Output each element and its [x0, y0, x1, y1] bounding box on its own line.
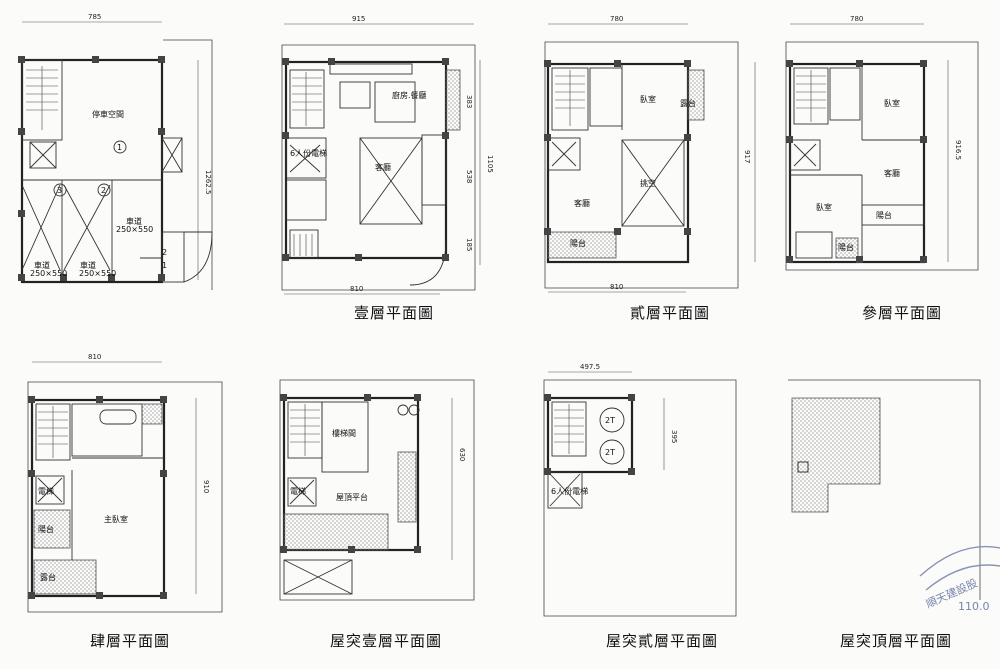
tank-label-1: 2T: [605, 416, 615, 425]
room-balcony-p3: 陽台: [570, 238, 586, 248]
title-p8: 屋突頂層平面圖: [840, 632, 952, 650]
plan-roof-1: 630 樓梯間 屋頂平台 電梯 屋突壹層平面圖: [279, 379, 475, 650]
title-p7: 屋突貳層平面圖: [606, 632, 718, 650]
room-living: 客廳: [375, 162, 391, 172]
stair-mark-2: 2: [162, 248, 167, 257]
room-balcony-a-p4: 陽台: [876, 210, 892, 220]
stair-mark-1: 1: [162, 261, 167, 270]
room-roof-deck: 屋頂平台: [336, 492, 368, 502]
lane-label-1: 車道: [126, 216, 142, 226]
tank-label-2: 2T: [605, 448, 615, 457]
room-stairhall: 樓梯間: [332, 428, 356, 438]
room-elevator-p2: 6人份電梯: [290, 148, 327, 158]
dim-top-p4: 780: [850, 15, 863, 23]
dim-side-p5: 910: [202, 480, 210, 493]
plan-roof-top: 屋突頂層平面圖: [788, 379, 981, 650]
plan-4f: 810 910 主臥室 陽台 露台 電梯 肆層平面圖: [27, 353, 223, 650]
room-balcony-p5: 陽台: [38, 524, 54, 534]
room-bedroom-b-p4: 臥室: [816, 202, 832, 212]
slot-size-2: 250×550: [79, 269, 116, 278]
dim-top-p3: 780: [610, 15, 623, 23]
dim-side-p7: 395: [670, 430, 678, 443]
room-parking: 停車空間: [92, 109, 124, 119]
room-bedroom-a-p4: 臥室: [884, 98, 900, 108]
slot-number-2: 2: [101, 186, 106, 195]
plan-3f: 780 916.5 臥室 客廳 臥室 陽台 陽台 參層平面圖: [785, 15, 979, 322]
dim-side-a-p2: 383: [465, 95, 473, 108]
dim-side-p6: 630: [458, 448, 466, 461]
slot-size-3: 250×550: [30, 269, 67, 278]
room-void-p3: 挑空: [640, 178, 656, 188]
dim-side-p3: 917: [743, 150, 751, 163]
lane-label-3: 車道: [80, 260, 96, 270]
room-bedroom-p3: 臥室: [640, 94, 656, 104]
dim-top-p1: 785: [88, 13, 101, 21]
title-p6: 屋突壹層平面圖: [330, 632, 442, 650]
dim-top-p7: 497.5: [580, 363, 600, 371]
dim-bottom-p2: 810: [350, 285, 363, 293]
title-p2: 壹層平面圖: [354, 304, 434, 322]
title-p4: 參層平面圖: [862, 304, 942, 322]
lane-label-2: 車道: [34, 260, 50, 270]
dim-side-d-p2: 185: [465, 238, 473, 251]
dim-side-c-p2: 1105: [486, 155, 494, 173]
plan-parking: 785 1262.5 停車空間 1 2 3: [18, 13, 213, 290]
dim-top-p2: 915: [352, 15, 365, 23]
company-stamp: 順天建設股 110.0: [919, 545, 1000, 613]
slot-number-1: 1: [117, 143, 122, 152]
plan-1f: 915 810 383 538 1105 185: [281, 15, 494, 322]
title-p3: 貳層平面圖: [630, 304, 710, 322]
room-master-bedroom: 主臥室: [104, 514, 128, 524]
room-terrace-p3: 露台: [680, 98, 696, 108]
room-elevator-p6: 電梯: [290, 486, 306, 496]
room-living-p4: 客廳: [884, 168, 900, 178]
room-elevator-p5: 電梯: [38, 486, 54, 496]
slot-size-1: 250×550: [116, 225, 153, 234]
dim-side-p1: 1262.5: [204, 170, 212, 195]
room-terrace-p5: 露台: [40, 572, 56, 582]
dim-bottom-p3: 810: [610, 283, 623, 291]
plan-roof-2: 497.5 395 2T 2T 6人份電梯 屋突貳層平面圖: [543, 363, 737, 650]
room-elevator-p7: 6人份電梯: [551, 486, 588, 496]
dim-side-p4: 916.5: [954, 140, 962, 160]
dim-side-b-p2: 538: [465, 170, 473, 183]
room-balcony-b-p4: 陽台: [838, 242, 854, 252]
dim-top-p5: 810: [88, 353, 101, 361]
room-kitchen-dining: 廚房.餐廳: [392, 90, 427, 100]
title-p5: 肆層平面圖: [90, 632, 170, 650]
stamp-date: 110.0: [958, 600, 990, 613]
slot-number-3: 3: [57, 186, 62, 195]
plan-2f: 780 810 917 臥室 露台 挑空 客廳 陽台 貳層平面圖: [544, 15, 756, 322]
room-living-p3: 客廳: [574, 198, 590, 208]
